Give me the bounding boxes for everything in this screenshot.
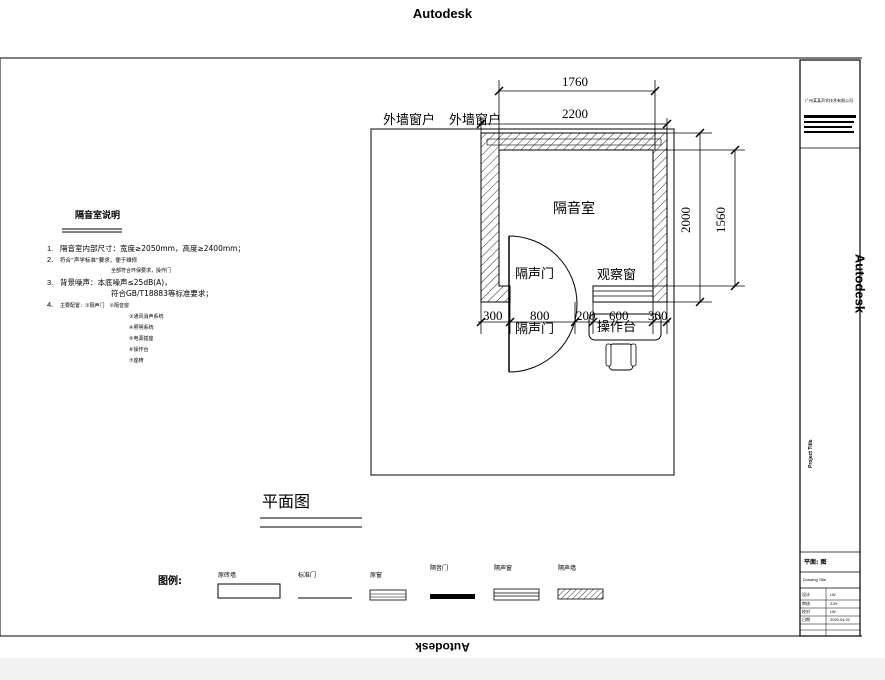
dim-bottom-3: 600: [609, 308, 629, 323]
chair: [605, 343, 637, 371]
notes-item-5-num: 4.: [47, 300, 53, 309]
dim-bottom-0: 300: [483, 308, 503, 323]
title-block-row-1-value: ZJH: [830, 601, 837, 606]
dim-bottom-4: 300: [648, 308, 668, 323]
title-block-row-0-value: LW: [830, 592, 836, 597]
title-block: 广州某某声学技术有限公司 Project Title 平面: 图 Drawing…: [799, 59, 861, 637]
title-block-row-2-value: LW: [830, 609, 836, 614]
door-label-below: 隔声门: [515, 322, 554, 337]
console-label: 操作台: [597, 319, 636, 335]
legend-item-0-swatch: [217, 583, 281, 599]
notes-item-1-text: 符合“声学标准”要求，便于维修: [60, 256, 138, 264]
title-block-row-3-value: 2020.04.01: [830, 617, 851, 622]
legend-item-0-label: 原砖墙: [218, 571, 236, 579]
title-block-sheet-label: 平面: 图: [804, 558, 827, 566]
dim-bottom-1: 800: [530, 308, 550, 323]
legend-item-3-label: 隔音门: [430, 564, 448, 572]
title-block-row-2-label: 校对: [802, 608, 810, 614]
dim-bottom-2: 200: [576, 308, 596, 323]
notes-item-3-num: 3.: [47, 278, 53, 287]
observation-window: [592, 285, 654, 303]
legend-item-2-swatch: [369, 589, 407, 601]
notes-item-0-num: 1.: [47, 244, 53, 253]
notes-item-6-text: ③通风消声系统: [129, 313, 163, 320]
legend-title: 图例:: [158, 574, 182, 587]
title-block-row-0-label: 设计: [802, 591, 810, 597]
legend-item-4-label: 隔声窗: [494, 564, 512, 572]
title-block-drawing-title: Drawing Title: [803, 577, 827, 582]
exterior-window-label-2: 外墙窗户: [449, 112, 501, 128]
legend-item-2-label: 原窗: [370, 571, 382, 579]
door-label-inside: 隔声门: [515, 267, 554, 282]
notes-item-1-num: 2.: [47, 255, 53, 264]
notes-item-5-text: 主要配置：①隔声门 ②隔音窗: [60, 302, 129, 309]
cad-drawing: 广州某某声学技术有限公司 Project Title 平面: 图 Drawing…: [0, 57, 862, 637]
plan-title: 平面图: [262, 492, 310, 511]
legend-item-5-swatch: [557, 588, 604, 600]
notes-item-10-text: ⑦座椅: [129, 357, 143, 364]
dim-top-outer: 1760: [562, 74, 588, 89]
right-dimension-lines: [653, 128, 745, 307]
dim-right-outer: 2000: [678, 207, 693, 233]
notes-item-4-text: 符合GB/T18883等标准要求；: [111, 288, 213, 298]
notes-block: 隔音室说明 1. 隔音室内部尺寸：宽度≥2050mm，高度≥2400mm； 2.…: [47, 209, 245, 364]
title-block-project: Project Title: [808, 439, 814, 468]
top-watermark: Autodesk: [412, 6, 473, 21]
notes-item-2-text: 全部符合环保要求，操作门: [111, 267, 171, 274]
notes-item-8-text: ⑤电源插座: [129, 335, 153, 342]
legend-item-4-swatch: [493, 588, 540, 601]
dim-top-inner: 2200: [562, 106, 588, 121]
title-block-row-3-label: 日期: [802, 616, 810, 622]
legend-item-5-label: 隔声墙: [558, 564, 576, 572]
notes-item-0-text: 隔音室内部尺寸：宽度≥2050mm，高度≥2400mm；: [60, 243, 245, 253]
title-block-company: 广州某某声学技术有限公司: [805, 97, 853, 103]
notes-item-9-text: ⑥操作台: [129, 346, 148, 353]
bottom-dimension-lines: [476, 302, 672, 334]
notes-item-7-text: ④照明系统: [129, 324, 153, 331]
soundproof-door: [508, 235, 578, 373]
viewer-footer-strip: [0, 658, 885, 680]
legend-item-3-swatch: [430, 594, 475, 599]
room-label: 隔音室: [553, 200, 595, 217]
legend: 图例: 原砖墙 标准门 原窗 隔音门 隔声窗 隔声墙: [158, 564, 604, 601]
notes-item-3-text: 背景噪声：本底噪声≤25dB(A)，: [60, 277, 172, 287]
exterior-window-label-1: 外墙窗户: [383, 112, 435, 128]
top-dimension-lines: [476, 80, 672, 150]
legend-item-1-label: 标准门: [298, 571, 316, 579]
title-block-row-1-label: 审核: [802, 600, 810, 606]
window-label: 观察窗: [597, 267, 636, 283]
dim-right-inner: 1560: [713, 207, 728, 233]
console-table: [588, 313, 662, 341]
notes-title: 隔音室说明: [75, 209, 120, 221]
